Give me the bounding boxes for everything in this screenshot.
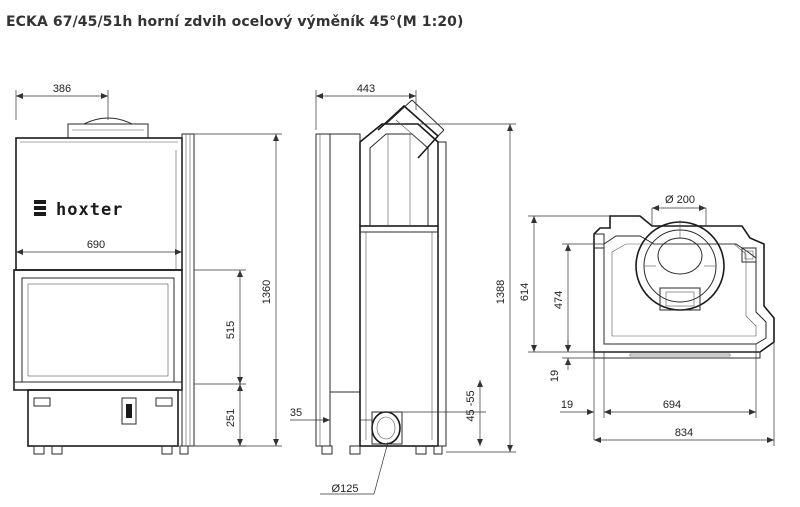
- dim-width-694: 19 694: [560, 344, 757, 440]
- side-view: 443 1388 45 -55 35 Ø125: [290, 83, 516, 495]
- dim-side-total-height: 1388: [420, 123, 516, 453]
- dim-35-label: 35: [290, 407, 302, 419]
- top-side-box: [741, 247, 757, 263]
- top-base-plate: [593, 351, 761, 359]
- front-base: [27, 389, 179, 447]
- front-glass-outer: [21, 277, 175, 383]
- dim-200-label: Ø 200: [665, 194, 695, 206]
- side-flue-outlet-45: [377, 99, 445, 159]
- dim-top-depth: 443: [315, 83, 417, 130]
- dim-width-834: 834: [594, 342, 775, 446]
- side-feet: [321, 445, 443, 455]
- dim-base-height: 251: [194, 384, 246, 447]
- top-combustion-window: [659, 287, 701, 311]
- dim-outlet-height: 45 -55: [400, 380, 486, 446]
- hoxter-logo: hoxter: [34, 200, 123, 220]
- dim-443-label: 443: [357, 83, 375, 95]
- dim-834-label: 834: [675, 427, 693, 439]
- drawing-title: ECKA 67/45/51h horní zdvih ocelový výměn…: [6, 14, 464, 30]
- dim-height-474: 474: [553, 243, 604, 352]
- dim-total-height: 1360: [194, 133, 282, 447]
- side-door-profile: [315, 133, 361, 447]
- top-view: Ø 200 614 474 19 19: [519, 194, 775, 446]
- front-flue-collar: [67, 117, 149, 139]
- dim-690-label: 690: [87, 239, 105, 251]
- dim-offset-35: 35: [290, 407, 372, 423]
- dim-694-label: 694: [663, 399, 681, 411]
- front-glass-inner: [27, 283, 169, 377]
- dim-474-label: 474: [553, 291, 565, 309]
- dim-386-label: 386: [53, 83, 71, 95]
- front-feet: [33, 445, 189, 455]
- dim-offset-19-vertical: 19: [549, 340, 594, 382]
- dim-1360-label: 1360: [261, 280, 273, 304]
- front-view: hoxter 386 690: [13, 83, 282, 455]
- dim-251-label: 251: [225, 409, 237, 427]
- dim-outlet-diameter: Ø125: [320, 441, 389, 495]
- top-outer-contour: [593, 215, 775, 353]
- dim-flue-diameter: Ø 200: [651, 194, 707, 226]
- front-air-control: [121, 397, 137, 425]
- dim-19h-label: 19: [561, 399, 573, 411]
- dim-door-height: 515: [194, 269, 246, 385]
- dim-515-label: 515: [225, 321, 237, 339]
- front-door-frame: [13, 269, 183, 391]
- dim-height-614: 614: [519, 215, 610, 353]
- side-heat-exchanger: [359, 123, 439, 226]
- dim-19v-label: 19: [549, 370, 561, 382]
- dim-125-label: Ø125: [332, 483, 359, 495]
- dim-45-55-label: 45 -55: [465, 390, 477, 421]
- dim-614-label: 614: [519, 283, 531, 301]
- top-flue-collar: [635, 220, 725, 311]
- dim-frame-width: 690: [16, 239, 182, 255]
- dim-1388-label: 1388: [495, 280, 507, 304]
- side-air-inlet: [371, 411, 403, 445]
- brand-logo-text: hoxter: [56, 200, 123, 220]
- dim-top-width: 386: [15, 83, 109, 120]
